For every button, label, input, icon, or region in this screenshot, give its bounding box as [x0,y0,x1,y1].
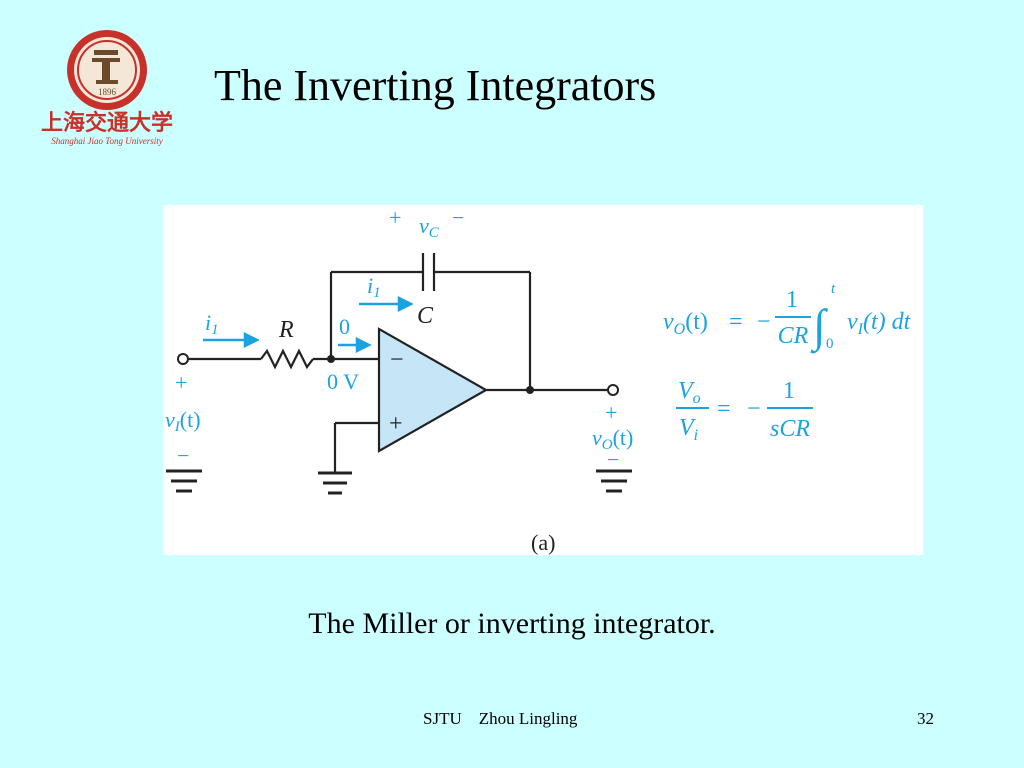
ground-icon-output [596,469,632,493]
ground-icon [318,471,352,495]
integrator-circuit-diagram: − + + vC − i1 i1 0 0 V + vI(t) − + vO(t)… [163,205,923,555]
svg-text:Vi: Vi [679,415,698,444]
svg-text:=: = [717,396,731,422]
transfer-function-equation: Vo Vi = − 1 sCR [676,378,813,444]
svg-text:−: − [747,396,761,422]
footer-author: SJTU Zhou Lingling [423,709,578,728]
seal-icon: 1896 [67,30,147,110]
node-dot [327,355,335,363]
svg-text:Vo: Vo [678,378,701,407]
svg-text:−: − [757,309,771,335]
input-minus: − [177,443,189,468]
figure-label: (a) [531,530,555,555]
svg-text:∫: ∫ [810,300,828,354]
svg-text:=: = [729,309,743,335]
svg-text:t: t [831,281,836,297]
svg-text:vO(t): vO(t) [663,309,708,338]
logo-chinese-name: 上海交通大学 [41,110,173,136]
output-plus: + [605,400,617,425]
seal-year: 1896 [98,87,117,97]
input-terminal [177,353,189,365]
i1-label-input: i1 [205,310,219,338]
opamp-icon [377,327,489,453]
university-logo: 1896 上海交通大学 Shanghai Jiao Tong Universit… [41,30,173,146]
resistor-icon [260,348,314,370]
figure-caption: The Miller or inverting integrator. [308,607,716,640]
svg-text:1: 1 [783,378,795,404]
svg-text:sCR: sCR [770,416,810,442]
svg-text:vI(t) dt: vI(t) dt [847,309,912,338]
output-terminal [607,384,619,396]
output-voltage-label: vO(t) [592,425,633,453]
svg-text:1: 1 [786,287,798,313]
current-arrows [203,295,414,354]
resistor-label: R [278,317,294,343]
input-plus: + [175,370,187,395]
output-minus: − [607,447,619,472]
vc-minus: − [452,205,464,230]
opamp-plus: + [389,411,403,437]
zero-volt-label: 0 V [327,369,359,394]
slide-title: The Inverting Integrators [214,61,657,110]
i1-label-top: i1 [367,273,381,301]
circuit-wires [187,253,608,473]
opamp-minus: − [390,347,404,373]
zero-current-label: 0 [339,314,350,339]
integral-equation: vO(t) = − 1 CR ∫ t 0 vI(t) dt [663,281,912,354]
input-voltage-label: vI(t) [165,407,201,435]
ground-icon-input [166,469,202,493]
vc-var: vC [419,213,440,241]
node-dot-output [526,386,534,394]
page-number: 32 [917,709,934,728]
vc-plus: + [389,205,401,230]
capacitor-label: C [417,303,434,329]
logo-english-name: Shanghai Jiao Tong University [51,136,162,146]
svg-text:CR: CR [778,323,809,349]
svg-text:0: 0 [826,336,834,352]
